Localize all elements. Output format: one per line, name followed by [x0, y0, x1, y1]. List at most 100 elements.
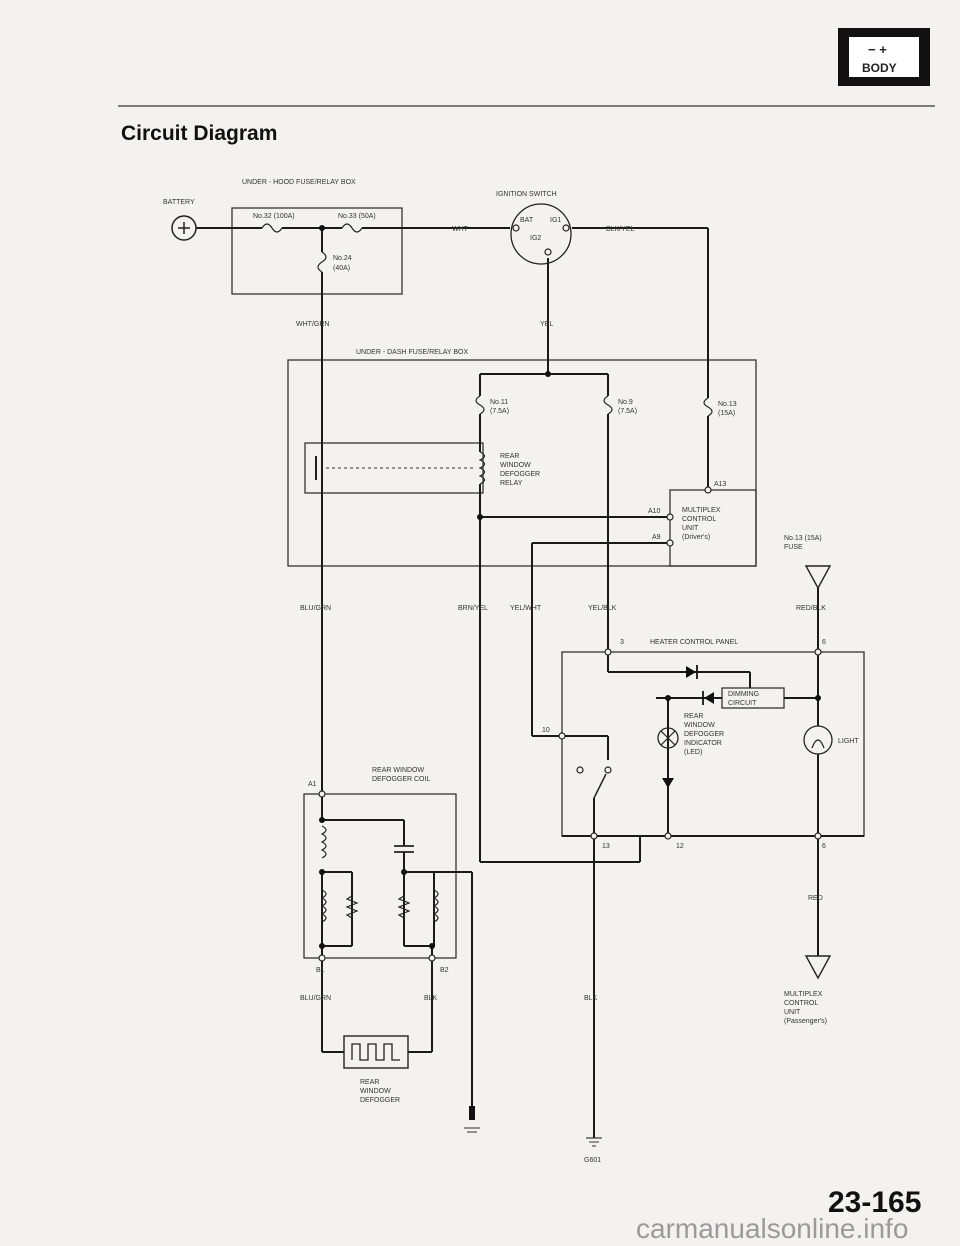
- label-fuse-24-rating: (40A): [333, 265, 350, 272]
- label-mcu-passenger-2: CONTROL: [784, 1000, 818, 1007]
- coil-inductor-left: [320, 889, 327, 923]
- label-pin-6-top: 6: [822, 639, 826, 646]
- label-indicator-4: INDICATOR: [684, 740, 722, 747]
- label-wht: WHT: [452, 226, 469, 233]
- label-yel-wht: YEL/WHT: [510, 605, 542, 612]
- ignition-switch-symbol: [510, 203, 572, 265]
- fuse-24-symbol: [317, 251, 327, 273]
- label-g601: G601: [584, 1157, 601, 1164]
- label-fuse-13: No.13: [718, 401, 737, 408]
- label-indicator-1: REAR: [684, 713, 703, 720]
- mcu-passenger-triangle: [804, 955, 832, 980]
- label-ig1: IG1: [550, 217, 561, 224]
- label-light: LIGHT: [838, 738, 859, 745]
- coil-inductor-top: [320, 825, 327, 859]
- fuse-33-symbol: [341, 223, 363, 233]
- label-relay-1: REAR: [500, 453, 519, 460]
- coil-capacitor: [394, 845, 414, 853]
- label-indicator-2: WINDOW: [684, 722, 715, 729]
- label-underhood-box: UNDER - HOOD FUSE/RELAY BOX: [242, 179, 356, 186]
- label-wht-grn: WHT/GRN: [296, 321, 329, 328]
- label-relay-4: RELAY: [500, 480, 523, 487]
- fuse-13-symbol: [703, 397, 713, 417]
- label-relay-3: DEFOGGER: [500, 471, 540, 478]
- label-indicator-5: (LED): [684, 749, 702, 756]
- label-coil-2: DEFOGGER COIL: [372, 776, 430, 783]
- relay-box: [304, 442, 484, 494]
- body-badge: − + BODY: [838, 28, 930, 86]
- label-mcu-driver-2: CONTROL: [682, 516, 716, 523]
- label-pin-13: 13: [602, 843, 610, 850]
- fuse-15a-triangle: [804, 565, 832, 590]
- label-b2: B2: [440, 967, 449, 974]
- light-bulb-symbol: [803, 725, 833, 755]
- underdash-box: [287, 359, 757, 567]
- label-relay-2: WINDOW: [500, 462, 531, 469]
- label-yel: YEL: [540, 321, 553, 328]
- label-blk-b: BLK: [584, 995, 598, 1002]
- label-mcu-driver-3: UNIT: [682, 525, 699, 532]
- page-number: 23-165: [828, 1186, 921, 1219]
- fuse-32-symbol: [261, 223, 283, 233]
- label-fuse-32: No.32 (100A): [253, 213, 295, 220]
- label-ignition-switch: IGNITION SWITCH: [496, 191, 557, 198]
- label-defogger-3: DEFOGGER: [360, 1097, 400, 1104]
- label-fuse-9-rating: (7.5A): [618, 408, 637, 415]
- label-bat: BAT: [520, 217, 534, 224]
- watermark: carmanualsonline.info: [636, 1213, 908, 1244]
- mcu-driver-box: [669, 489, 757, 567]
- diode-upper: [686, 665, 698, 679]
- coil-resistor-left: [345, 895, 359, 919]
- label-pin-3: 3: [620, 639, 624, 646]
- label-coil-1: REAR WINDOW: [372, 767, 425, 774]
- junction-dots: [319, 225, 821, 949]
- label-blk-yel: BLK/YEL: [606, 226, 635, 233]
- label-yel-blk: YEL/BLK: [588, 605, 617, 612]
- label-pin-6-bottom: 6: [822, 843, 826, 850]
- badge-symbols: − +: [868, 42, 887, 57]
- label-pin-10: 10: [542, 727, 550, 734]
- label-fuse-15a-fuse: FUSE: [784, 544, 803, 551]
- connector-pins: [318, 486, 822, 962]
- led-indicator-symbol: [657, 727, 679, 788]
- label-mcu-passenger-3: UNIT: [784, 1009, 801, 1016]
- wires: [196, 227, 864, 1138]
- ground-symbol-coil: [464, 1106, 480, 1133]
- label-mcu-passenger-1: MULTIPLEX: [784, 991, 823, 998]
- label-red-blk: RED/BLK: [796, 605, 826, 612]
- label-a13: A13: [714, 481, 727, 488]
- label-indicator-3: DEFOGGER: [684, 731, 724, 738]
- coil-inductor-right: [432, 889, 439, 923]
- defogger-grid-symbol: [343, 1035, 409, 1069]
- relay-symbol: [315, 451, 486, 485]
- underhood-box: [231, 207, 403, 295]
- label-mcu-passenger-4: (Passenger's): [784, 1018, 827, 1025]
- badge-label: BODY: [862, 61, 897, 75]
- label-b1: B1: [316, 967, 325, 974]
- label-red: RED: [808, 895, 823, 902]
- coil-resistor-right: [397, 895, 411, 919]
- defogger-coil-box: [303, 793, 457, 959]
- label-fuse-9: No.9: [618, 399, 633, 406]
- label-blu-grn-2: BLU/GRN: [300, 995, 331, 1002]
- label-pin-12: 12: [676, 843, 684, 850]
- ground-symbol-g601: [586, 1137, 602, 1147]
- label-battery: BATTERY: [163, 199, 195, 206]
- label-mcu-driver-4: (Driver's): [682, 534, 710, 541]
- label-a10: A10: [648, 508, 661, 515]
- label-underdash-box: UNDER - DASH FUSE/RELAY BOX: [356, 349, 468, 356]
- label-fuse-33: No.33 (50A): [338, 213, 376, 220]
- battery-symbol: [171, 215, 197, 241]
- label-blk-a: BLK: [424, 995, 438, 1002]
- label-heater-control-panel: HEATER CONTROL PANEL: [650, 639, 738, 646]
- fuse-11-symbol: [475, 395, 485, 415]
- fuse-9-symbol: [603, 395, 613, 415]
- label-fuse-15a: No.13 (15A): [784, 535, 822, 542]
- diode-dimming: [702, 691, 714, 705]
- label-mcu-driver-1: MULTIPLEX: [682, 507, 721, 514]
- label-defogger-2: WINDOW: [360, 1088, 391, 1095]
- label-a9: A9: [652, 534, 661, 541]
- page-title: Circuit Diagram: [121, 122, 277, 145]
- label-dimming-2: CIRCUIT: [728, 700, 757, 707]
- label-blu-grn: BLU/GRN: [300, 605, 331, 612]
